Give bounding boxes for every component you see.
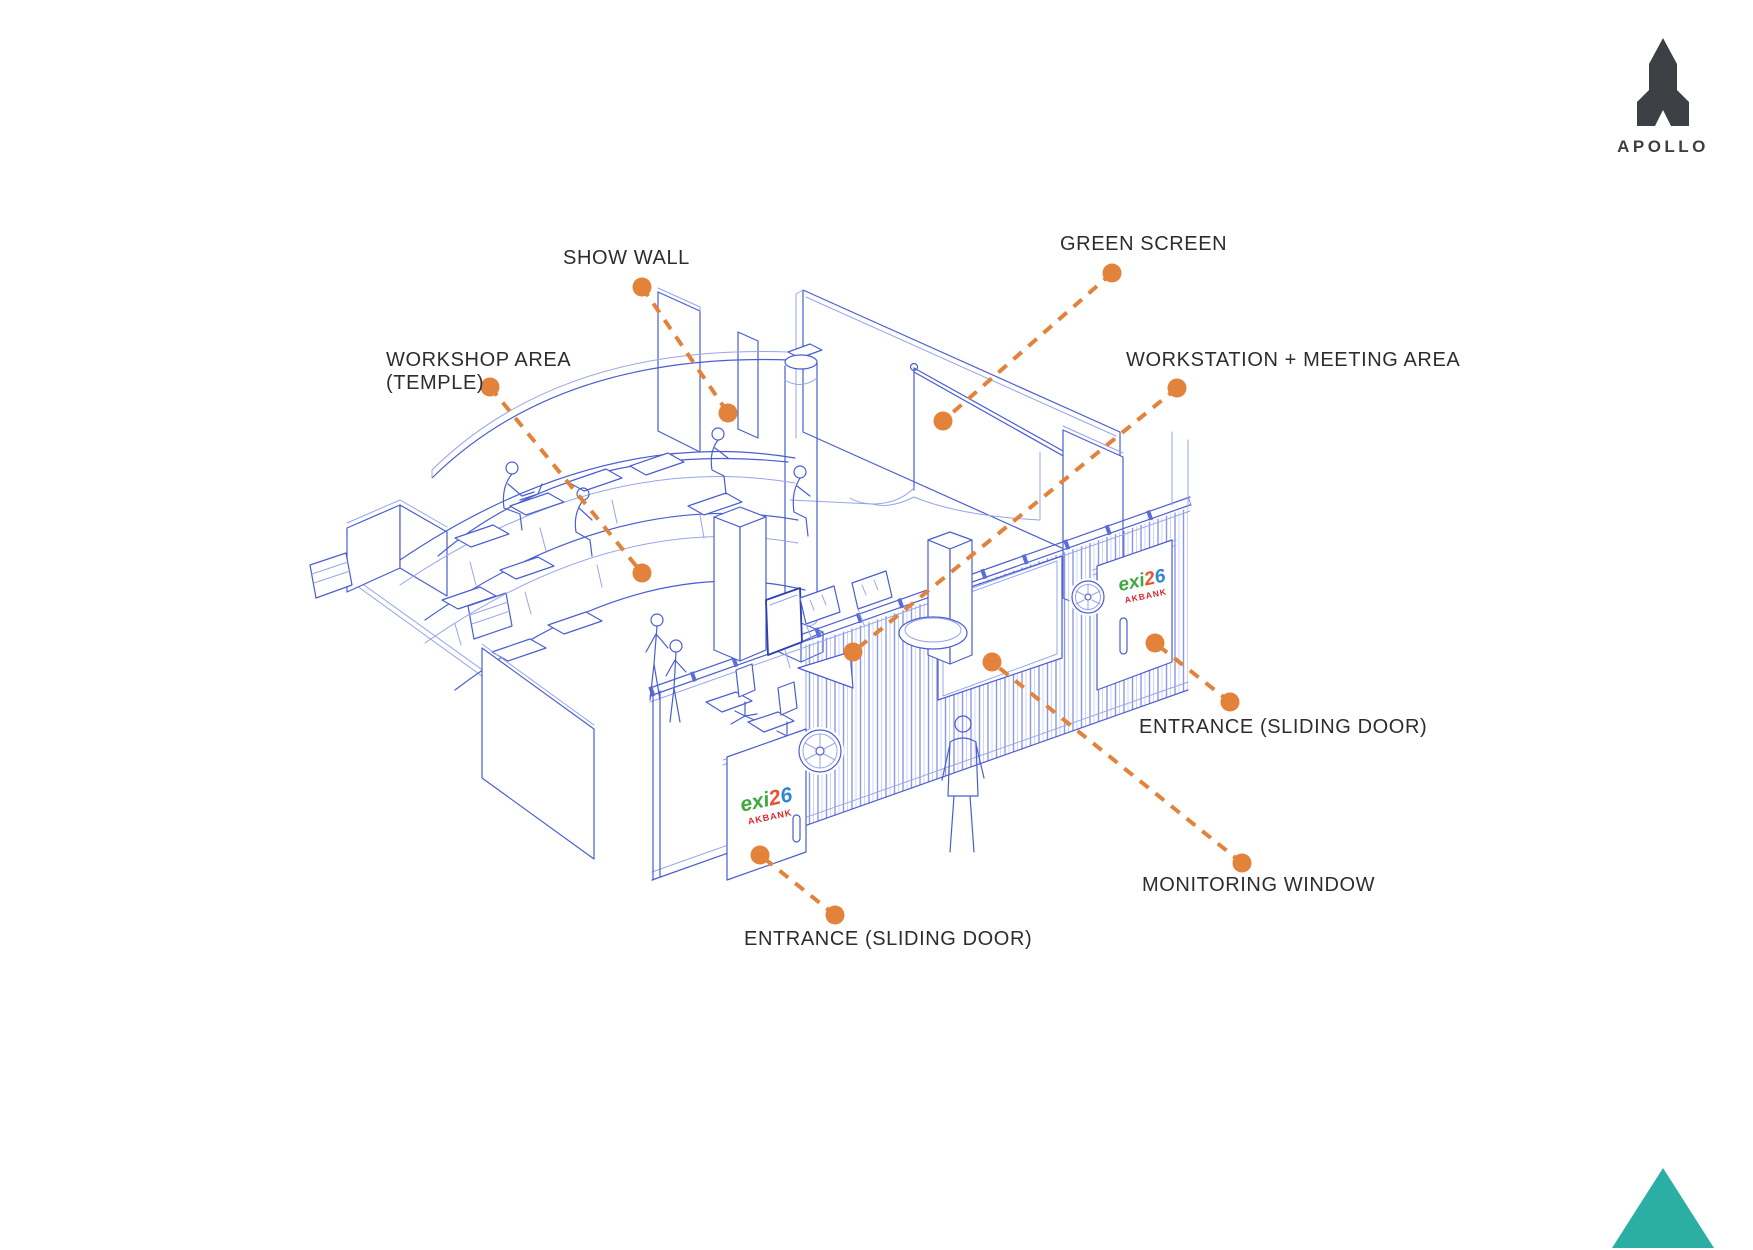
entrance-door-right: exi26 AKBANK xyxy=(1092,539,1177,691)
leader-entrance-bottom xyxy=(758,853,837,917)
round-table xyxy=(898,616,968,650)
fan-left xyxy=(796,727,844,775)
leader-entrance-right xyxy=(1153,641,1232,704)
workstation-area xyxy=(765,570,968,689)
leader-green-screen xyxy=(941,271,1114,423)
bottom-left-wall xyxy=(481,643,595,860)
door-handle xyxy=(1119,617,1128,655)
person-standing-b xyxy=(665,639,687,723)
leader-workstation xyxy=(851,386,1179,654)
label-entrance-right: ENTRANCE (SLIDING DOOR) xyxy=(1139,716,1428,738)
fan-right xyxy=(1069,578,1107,616)
leader-show-wall xyxy=(640,285,730,415)
apollo-brand: APOLLO xyxy=(1608,38,1718,157)
label-workshop-line1: WORKSHOP AREA xyxy=(386,349,572,371)
teal-triangle-decoration xyxy=(1612,1168,1714,1248)
left-wall xyxy=(346,499,448,597)
back-left-wall xyxy=(657,287,759,453)
stool-stacks xyxy=(309,552,513,640)
svg-text:exi26: exi26 xyxy=(1116,565,1167,596)
label-monitoring-window: MONITORING WINDOW xyxy=(1142,874,1376,896)
standing-people xyxy=(645,613,687,723)
entrance-door-left: exi26 AKBANK xyxy=(722,728,811,881)
label-workshop-line2: (TEMPLE) xyxy=(386,372,485,394)
wall-fans xyxy=(796,578,1107,775)
person-seated-top-tier xyxy=(710,427,729,495)
person-standing-front xyxy=(941,715,985,853)
office-chairs xyxy=(705,663,802,745)
label-workstation: WORKSTATION + MEETING AREA xyxy=(1126,349,1461,371)
person-standing-a xyxy=(645,613,669,701)
door-handle xyxy=(792,814,801,843)
leader-workshop xyxy=(488,385,644,575)
triangle-table xyxy=(797,651,854,689)
leader-dots xyxy=(480,263,1252,925)
leader-monitoring xyxy=(990,660,1244,865)
label-entrance-bottom: ENTRANCE (SLIDING DOOR) xyxy=(744,928,1033,950)
seated-people xyxy=(502,427,811,557)
booth-logo-right: exi26 AKBANK xyxy=(1116,565,1167,605)
lounge-chairs xyxy=(799,570,893,641)
monitoring-window-frame xyxy=(937,555,1063,701)
leader-lines xyxy=(488,271,1244,917)
seat-cushions xyxy=(441,452,743,662)
wall-monitor xyxy=(765,587,803,669)
apollo-wordmark: APOLLO xyxy=(1617,137,1709,156)
rocket-icon xyxy=(1637,38,1689,126)
label-workshop-area: WORKSHOP AREA (TEMPLE) xyxy=(386,349,571,395)
label-green-screen: GREEN SCREEN xyxy=(1060,233,1228,255)
person-seated-laptop xyxy=(502,461,543,531)
label-show-wall: SHOW WALL xyxy=(563,247,690,269)
person-seated-column xyxy=(792,465,811,537)
